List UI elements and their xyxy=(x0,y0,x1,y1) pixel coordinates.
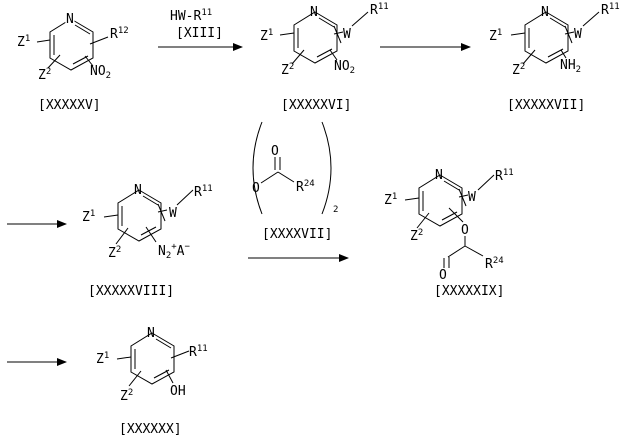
reagent-hw-r11: HW-R11 xyxy=(170,8,212,24)
reagent-label: [XXXXVII] xyxy=(262,227,332,242)
ring-nitrogen-label: N xyxy=(541,5,549,20)
r11-substituent: R11 xyxy=(495,168,514,184)
compound-xxxxxviii: N Z1 W R11 Z2 N2+A− [XXXXXVIII] xyxy=(82,183,213,299)
carbonyl-oxygen: O xyxy=(271,144,279,159)
compound-label: [XXXXXV] xyxy=(38,98,101,113)
compound-xxxxxvi: N Z1 W R11 Z2 NO2 [XXXXXVI] xyxy=(260,2,389,113)
compound-label: [XXXXXVI] xyxy=(281,98,351,113)
ring-nitrogen-label: N xyxy=(134,183,142,198)
compound-xxxxxix: N Z1 W R11 Z2 O O R24 [XXXXXIX] xyxy=(384,168,514,299)
z2-substituent: Z2 xyxy=(38,67,51,83)
amine-group: NH2 xyxy=(560,58,581,75)
nitro-group: NO2 xyxy=(334,59,355,76)
pyridine-ring xyxy=(511,12,599,64)
pyridine-ring xyxy=(280,12,368,64)
r11-substituent: R11 xyxy=(601,2,620,18)
r11-substituent: R11 xyxy=(370,2,389,18)
w-linker: W xyxy=(343,27,351,42)
left-parenthesis xyxy=(253,122,262,214)
ring-nitrogen-label: N xyxy=(435,168,443,183)
reagent-label: [XIII] xyxy=(176,26,223,41)
right-parenthesis xyxy=(322,122,331,214)
compound-label: [XXXXXIX] xyxy=(434,284,504,299)
hydroxyl-group: OH xyxy=(170,384,186,399)
diazonium-salt: N2+A− xyxy=(158,242,191,261)
r12-substituent: R12 xyxy=(110,26,129,42)
r24-group: R24 xyxy=(296,179,315,195)
ring-nitrogen-label: N xyxy=(310,5,318,20)
z1-substituent: Z1 xyxy=(489,28,502,44)
reaction-arrow-1: HW-R11 [XIII] xyxy=(158,8,242,47)
compound-label: [XXXXXVII] xyxy=(507,98,585,113)
reagent-anhydride: O O R24 2 [XXXXVII] xyxy=(252,122,338,242)
ring-nitrogen-label: N xyxy=(147,326,155,341)
z1-substituent: Z1 xyxy=(96,351,109,367)
z1-substituent: Z1 xyxy=(260,28,273,44)
carbonyl-oxygen: O xyxy=(439,268,447,283)
ester-oxygen: O xyxy=(252,181,260,196)
compound-xxxxxx: N Z1 R11 Z2 OH [XXXXXX] xyxy=(96,326,208,437)
pyridine-ring xyxy=(405,175,494,268)
r11-substituent: R11 xyxy=(194,184,213,200)
w-linker: W xyxy=(169,206,177,221)
stoichiometry-subscript: 2 xyxy=(333,205,338,215)
z2-substituent: Z2 xyxy=(281,62,294,78)
z1-substituent: Z1 xyxy=(82,209,95,225)
nitro-group: NO2 xyxy=(90,64,111,81)
compound-xxxxxvii: N Z1 W R11 Z2 NH2 [XXXXXVII] xyxy=(489,2,620,113)
ester-oxygen: O xyxy=(461,223,469,238)
ring-nitrogen-label: N xyxy=(66,12,74,27)
compound-label: [XXXXXVIII] xyxy=(88,284,174,299)
z1-substituent: Z1 xyxy=(384,192,397,208)
z2-substituent: Z2 xyxy=(108,245,121,261)
z2-substituent: Z2 xyxy=(512,62,525,78)
pyridine-ring xyxy=(104,190,193,244)
z1-substituent: Z1 xyxy=(17,34,30,50)
w-linker: W xyxy=(574,27,582,42)
w-linker: W xyxy=(468,190,476,205)
compound-xxxxxv: N N Z1 R12 Z2 NO2 [XXXXXV] xyxy=(17,12,129,113)
z2-substituent: Z2 xyxy=(410,228,423,244)
r11-substituent: R11 xyxy=(189,344,208,360)
z2-substituent: Z2 xyxy=(120,388,133,404)
compound-label: [XXXXXX] xyxy=(119,422,182,437)
r24-group: R24 xyxy=(485,256,504,272)
